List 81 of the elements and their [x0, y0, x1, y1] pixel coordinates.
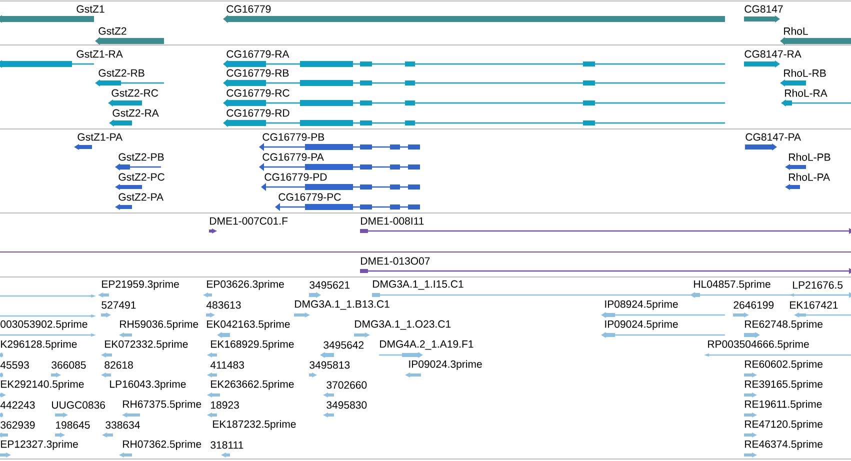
feature-label: DMG3A.1_1.O23.C1: [355, 320, 451, 330]
feature-label: RP003504666.5prime: [708, 340, 809, 350]
feature-label: 318111: [210, 441, 244, 449]
feature-label: EK042163.5prime: [207, 320, 290, 330]
feature-label: HL04857.5prime: [694, 280, 770, 290]
feature-label: EK292140.5prime: [1, 380, 84, 390]
feature-label: EK168929.5prime: [211, 340, 294, 350]
feature-label: GstZ2-PA: [118, 193, 164, 201]
feature-label: CG8147-RA: [744, 50, 802, 58]
feature-label: 3495642: [324, 341, 364, 349]
feature-label: CG16779-PA: [262, 153, 324, 161]
feature-label: DMG4A.2_1.A19.F1: [380, 340, 474, 350]
feature-label: 483613: [206, 301, 241, 309]
feature-label: RE62748.5prime: [745, 320, 823, 330]
feature-label: RhoL: [784, 27, 808, 35]
feature-label: RH59036.5prime: [120, 320, 198, 330]
feature-label: DMG3A.1_1.B13.C1: [295, 300, 390, 310]
feature-label: UUGC0836: [52, 401, 105, 409]
feature-label: EK072332.5prime: [105, 340, 188, 350]
feature-label: GstZ2-RC: [112, 89, 158, 97]
feature-label: 3495813: [310, 361, 350, 369]
feature-label: EP03626.3prime: [207, 280, 284, 290]
feature-label: 003053902.5prime: [0, 320, 88, 330]
feature-label: 366085: [52, 361, 86, 369]
feature-label: RH67375.5prime: [123, 400, 202, 410]
feature-label: DME1-007C01.F: [210, 217, 288, 225]
feature-label: CG16779-PC: [278, 193, 341, 201]
feature-label: K296128.5prime: [1, 340, 77, 350]
feature-label: GstZ2-PC: [118, 173, 164, 181]
feature-label: GstZ2-RA: [112, 109, 159, 117]
feature-label: RhoL-PA: [789, 173, 830, 181]
feature-label: 2646199: [734, 301, 774, 309]
feature-label: 3495830: [326, 401, 367, 409]
feature-label: GstZ2-RB: [98, 69, 144, 77]
feature-label: LP16043.3prime: [110, 380, 186, 390]
feature-label: CG16779: [226, 5, 271, 13]
feature-label: RhoL-RB: [784, 69, 826, 77]
feature-label: CG16779-RB: [226, 69, 289, 77]
feature-label: 338634: [106, 421, 140, 429]
feature-label: 18923: [211, 401, 239, 409]
feature-label: RE39165.5prime: [745, 380, 823, 390]
feature-label: GstZ2-PB: [118, 153, 164, 161]
feature-label: CG16779-RC: [226, 89, 290, 97]
feature-label: GstZ2: [98, 27, 126, 35]
feature-label: CG16779-PD: [264, 173, 327, 181]
feature-label: RE19611.5prime: [745, 400, 822, 410]
feature-label: RH07362.5prime: [123, 440, 202, 450]
feature-label: DME1-013O07: [361, 257, 430, 265]
feature-label: 411483: [210, 361, 244, 369]
feature-label: 3702660: [326, 381, 367, 389]
feature-label: CG16779-PB: [262, 133, 324, 141]
feature-label: 3495621: [310, 281, 350, 289]
feature-label: GstZ1: [76, 5, 104, 13]
feature-label: IP08924.5prime: [605, 300, 678, 310]
feature-label: EK263662.5prime: [211, 380, 294, 390]
feature-label: EP21959.3prime: [102, 280, 179, 290]
feature-label: GstZ1-RA: [76, 50, 123, 58]
feature-label: CG8147: [744, 5, 783, 13]
feature-label: CG16779-RD: [226, 109, 290, 117]
feature-label: RhoL-RA: [785, 89, 828, 97]
feature-label: 82618: [104, 361, 133, 369]
feature-label: IP09024.3prime: [409, 360, 482, 370]
feature-label: 362939: [0, 421, 35, 429]
feature-label: DME1-008I11: [361, 217, 424, 225]
feature-label: EP12327.3prime: [1, 440, 78, 450]
feature-label: EK187232.5prime: [213, 420, 296, 430]
feature-label: RhoL-PB: [789, 153, 830, 161]
feature-label: RE60602.5prime: [745, 360, 823, 370]
feature-label: CG8147-PA: [746, 133, 802, 141]
feature-label: LP21676.5: [793, 281, 843, 289]
feature-label: CG16779-RA: [226, 50, 290, 58]
feature-label: 442243: [0, 401, 35, 409]
feature-label: 527491: [102, 301, 136, 309]
feature-label: IP09024.5prime: [605, 320, 678, 330]
feature-label: EK167421: [790, 301, 838, 309]
feature-label: DMG3A.1_1.I15.C1: [373, 280, 464, 290]
feature-label: GstZ1-PA: [78, 133, 122, 141]
feature-label: RE46374.5prime: [745, 440, 823, 450]
feature-label: 45593: [0, 361, 29, 369]
feature-label: RE47120.5prime: [745, 420, 823, 430]
feature-label: 198645: [56, 421, 90, 429]
